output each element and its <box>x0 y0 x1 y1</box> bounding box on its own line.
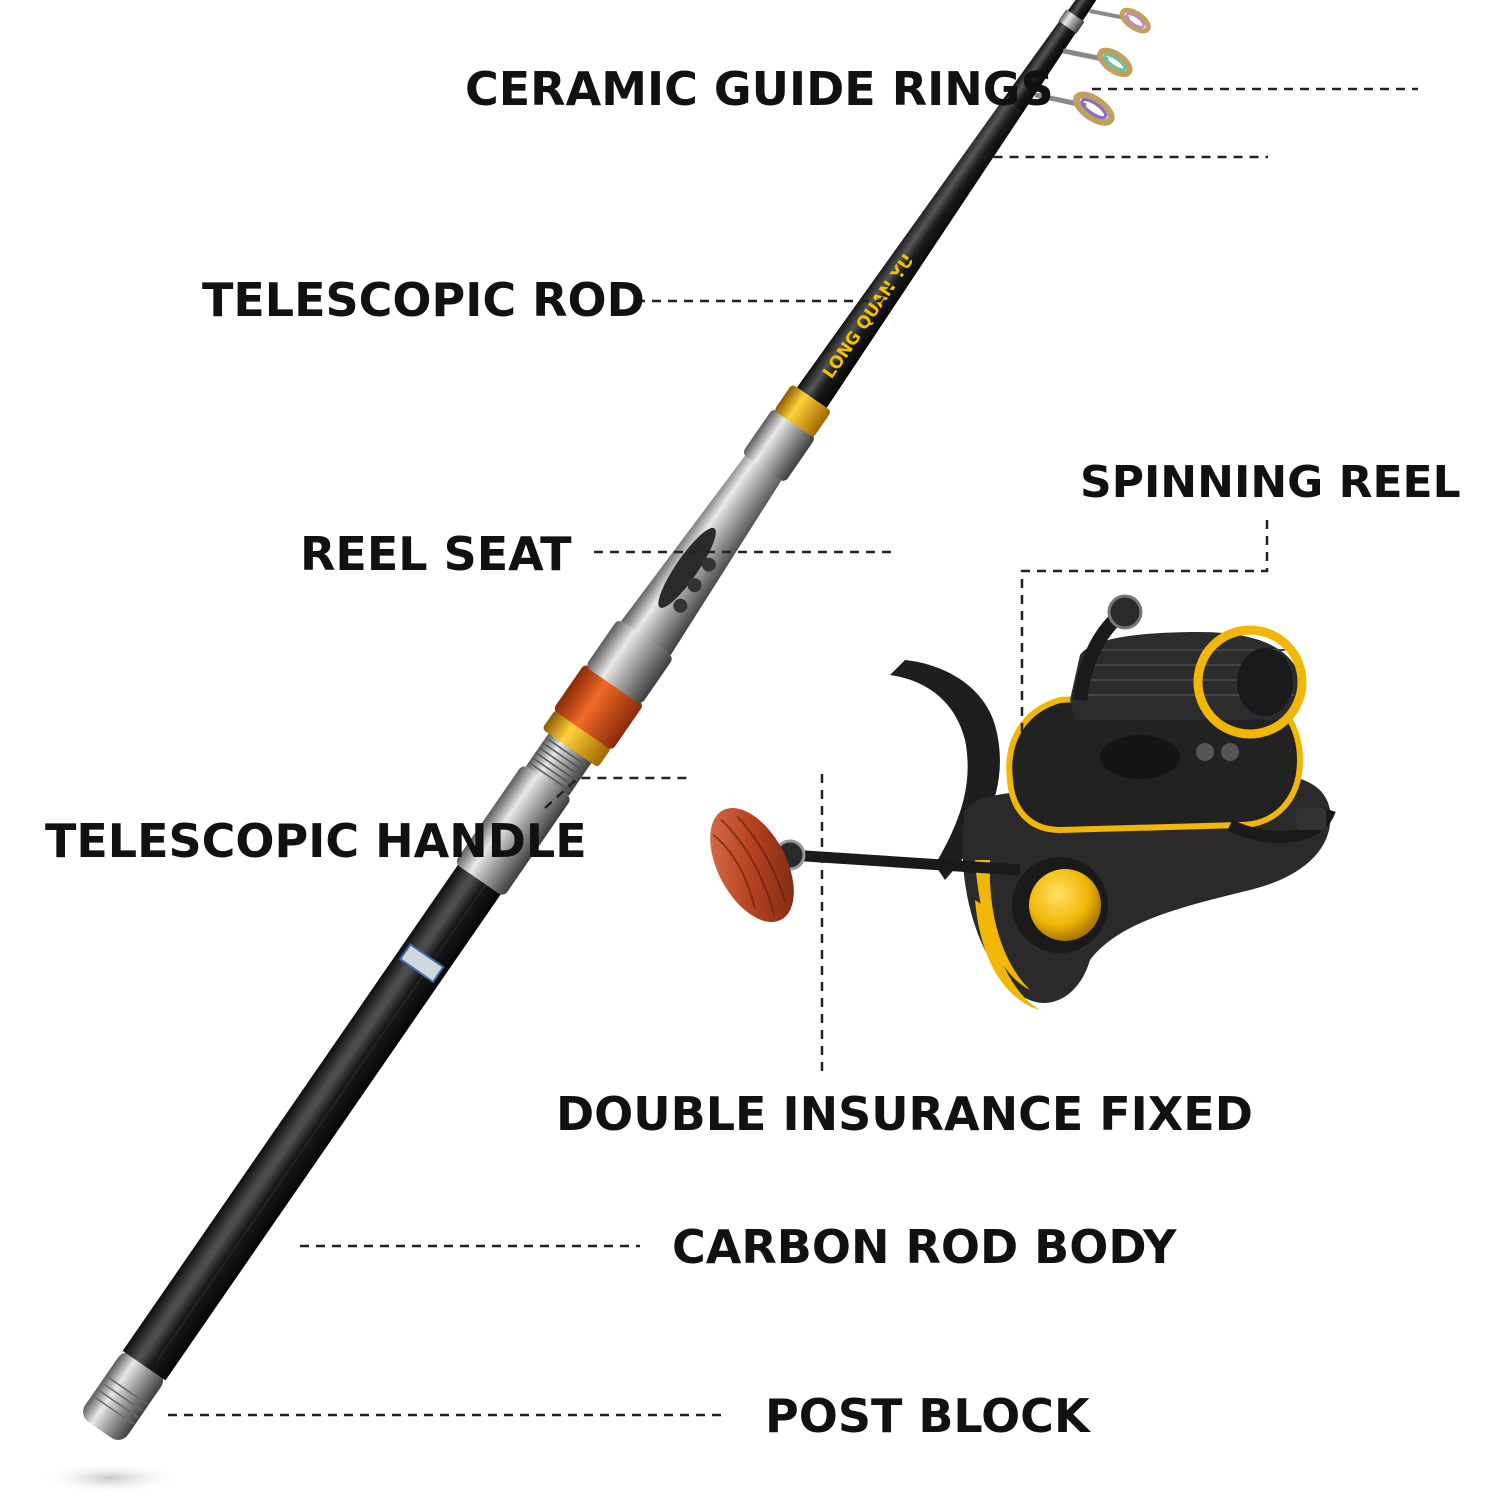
reel-seat-gold-ring <box>775 385 831 437</box>
label-telescopic-rod: TELESCOPIC ROD <box>202 273 645 327</box>
label-carbon-rod-body: CARBON ROD BODY <box>672 1220 1177 1274</box>
telescopic-rod-blank <box>797 99 1023 408</box>
reel-crank-arm <box>789 849 1021 876</box>
spinning-reel-illustration <box>710 594 1336 1010</box>
handle-ferrule <box>456 766 570 895</box>
leader-telescopic-handle <box>544 776 690 809</box>
leader-lines <box>168 87 1418 1417</box>
label-post-block: POST BLOCK <box>765 1389 1090 1443</box>
leader-spinning-reel <box>1020 520 1269 748</box>
label-spinning-reel: SPINNING REEL <box>1080 457 1461 508</box>
rod-sticker <box>398 942 445 984</box>
brand-lettering: LONG QUAN YU <box>819 251 918 382</box>
carbon-rod-body-section <box>122 850 511 1381</box>
rod: LONG QUAN YU <box>83 0 1151 1440</box>
lock-ring-gold <box>543 710 611 767</box>
ceramic-guide-rings <box>1034 7 1151 126</box>
reel-gold-knob <box>1029 869 1101 941</box>
label-ceramic-guide-rings: CERAMIC GUIDE RINGS <box>465 62 1054 116</box>
label-double-insurance-fixed: DOUBLE INSURANCE FIXED <box>556 1087 1253 1141</box>
reel-wood-knob <box>710 807 794 923</box>
reel-seat-window <box>658 527 716 608</box>
label-telescopic-handle: TELESCOPIC HANDLE <box>45 814 587 868</box>
leader-telescopic-rod <box>636 155 1268 303</box>
floor-shadow <box>40 1462 180 1494</box>
lock-ring-orange <box>554 665 642 749</box>
post-block-cap <box>83 1352 164 1440</box>
label-reel-seat: REEL SEAT <box>300 527 572 581</box>
